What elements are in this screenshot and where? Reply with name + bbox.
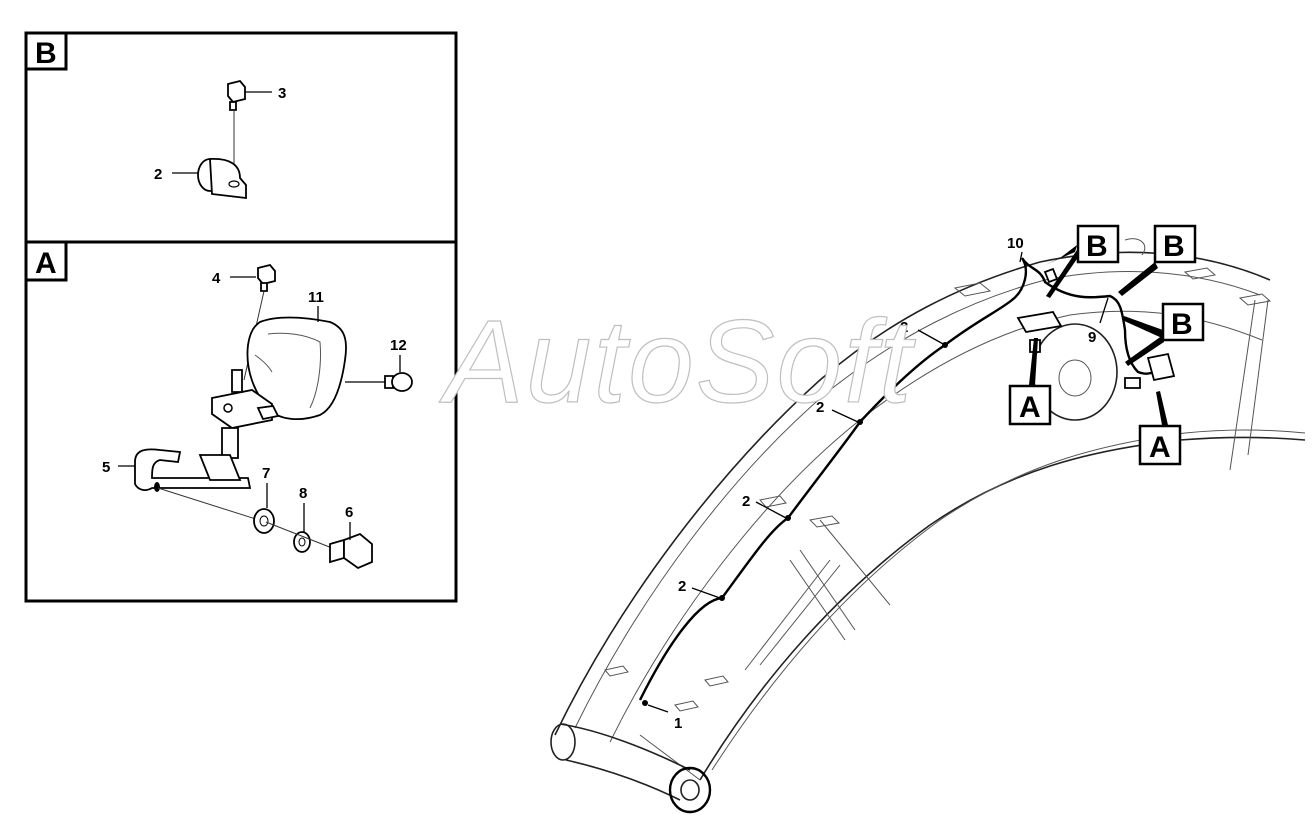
view-ref-b-3: B	[1161, 302, 1205, 342]
callout-12: 12	[390, 337, 407, 354]
boom-outline	[550, 238, 1306, 814]
callout-2: 2	[678, 578, 686, 595]
callout-2: 2	[900, 319, 908, 336]
detail-b-label: B	[35, 37, 57, 70]
detail-view-a: A	[24, 240, 413, 570]
svg-text:B: B	[1086, 230, 1108, 263]
svg-text:B: B	[1163, 230, 1185, 263]
callout-1: 1	[674, 715, 682, 732]
callout-10: 10	[1007, 235, 1024, 252]
boom-leaders	[647, 245, 1168, 713]
callout-5: 5	[102, 459, 110, 476]
callout-2: 2	[154, 166, 162, 183]
callout-2: 2	[742, 493, 750, 510]
callout-4: 4	[212, 270, 221, 287]
callout-3: 3	[278, 85, 286, 102]
view-ref-a-1: A	[1008, 384, 1052, 426]
callout-9: 9	[1088, 329, 1096, 346]
wire-harness	[638, 257, 1176, 706]
callout-8: 8	[299, 485, 307, 502]
view-ref-b-2: B	[1153, 224, 1197, 264]
view-ref-a-2: A	[1138, 424, 1182, 466]
detail-frame	[24, 31, 458, 603]
svg-text:A: A	[1149, 431, 1171, 464]
callout-6: 6	[345, 504, 353, 521]
callout-7: 7	[262, 465, 270, 482]
view-ref-b-1: B	[1076, 224, 1120, 264]
callout-2: 2	[816, 399, 824, 416]
callout-11: 11	[308, 289, 324, 306]
detail-view-b: B	[24, 31, 272, 200]
detail-a-label: A	[35, 247, 57, 280]
svg-text:A: A	[1019, 391, 1041, 424]
svg-text:B: B	[1171, 308, 1193, 341]
watermark: AutoSoft	[439, 296, 916, 428]
